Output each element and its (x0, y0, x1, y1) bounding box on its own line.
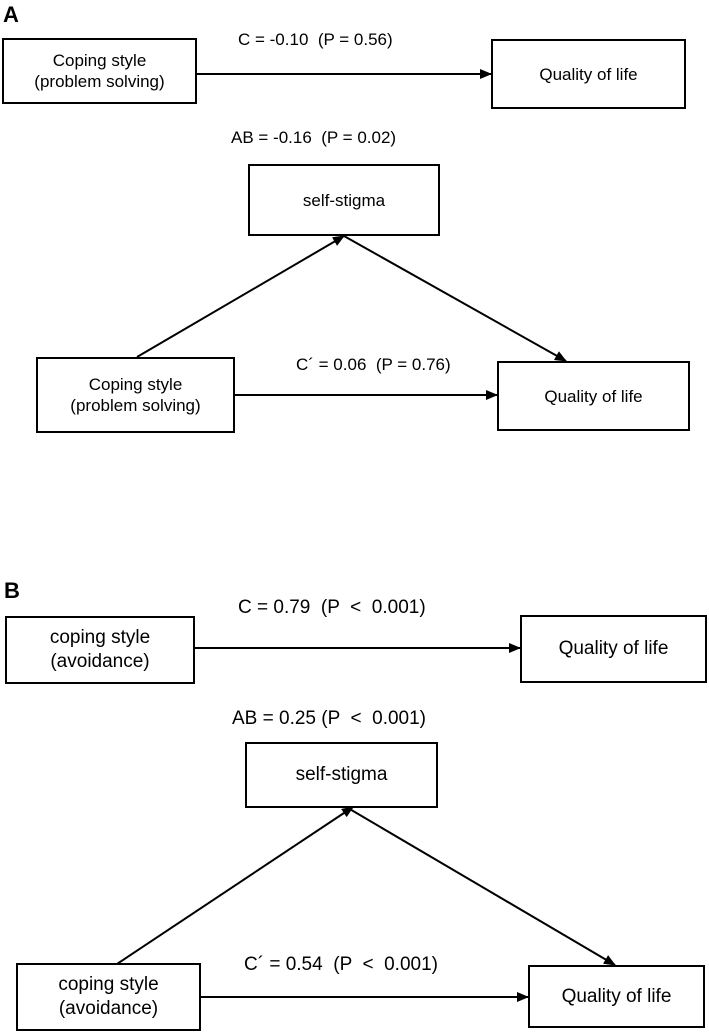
a-direct-predictor-line2: (problem solving) (34, 72, 165, 91)
b-direct-outcome-text: Quality of life (558, 638, 669, 659)
b-c-prime-label: C´ = 0.54 (P < 0.001) (244, 954, 438, 975)
b-path-a-arrow (116, 806, 354, 965)
b-indirect-effect-label: AB = 0.25 (P < 0.001) (232, 708, 426, 729)
a-mediator-box: self-stigma (248, 164, 440, 236)
a-direct-predictor-box: Coping style (problem solving) (2, 38, 197, 104)
b-mediation-predictor-line1: coping style (58, 974, 159, 995)
b-direct-effect-label: C = 0.79 (P < 0.001) (238, 597, 426, 618)
b-mediation-outcome-text: Quality of life (561, 985, 672, 1007)
a-path-a-arrow (136, 235, 345, 358)
panel-a-letter: A (3, 2, 19, 27)
a-indirect-effect-label: AB = -0.16 (P = 0.02) (231, 128, 397, 147)
b-direct-predictor-box: coping style (avoidance) (5, 616, 195, 684)
b-mediation-outcome-box: Quality of life (528, 965, 705, 1028)
a-mediation-outcome-text: Quality of life (544, 386, 643, 406)
a-c-prime-label: C´ = 0.06 (P = 0.76) (296, 355, 451, 374)
b-mediator-box: self-stigma (245, 742, 438, 808)
b-path-b-arrow (347, 807, 616, 966)
a-direct-outcome-box: Quality of life (491, 39, 686, 109)
a-mediation-predictor-line2: (problem solving) (70, 396, 201, 415)
a-direct-effect-label: C = -0.10 (P = 0.56) (238, 30, 393, 49)
a-mediation-predictor-box: Coping style (problem solving) (36, 357, 235, 433)
b-direct-outcome-box: Quality of life (520, 615, 707, 683)
b-direct-predictor-line1: coping style (49, 627, 151, 648)
a-path-b-arrow (343, 235, 567, 362)
a-direct-outcome-text: Quality of life (539, 64, 638, 84)
panel-b-letter: B (4, 578, 20, 603)
b-direct-predictor-line2: (avoidance) (50, 651, 150, 672)
b-mediation-predictor-box: coping style (avoidance) (16, 963, 201, 1031)
a-mediation-predictor-line1: Coping style (88, 375, 183, 394)
b-mediation-predictor-line2: (avoidance) (58, 998, 159, 1019)
a-direct-predictor-line1: Coping style (52, 51, 147, 70)
a-mediator-text: self-stigma (302, 190, 386, 210)
b-mediator-text: self-stigma (295, 764, 388, 785)
a-mediation-outcome-box: Quality of life (497, 361, 690, 431)
